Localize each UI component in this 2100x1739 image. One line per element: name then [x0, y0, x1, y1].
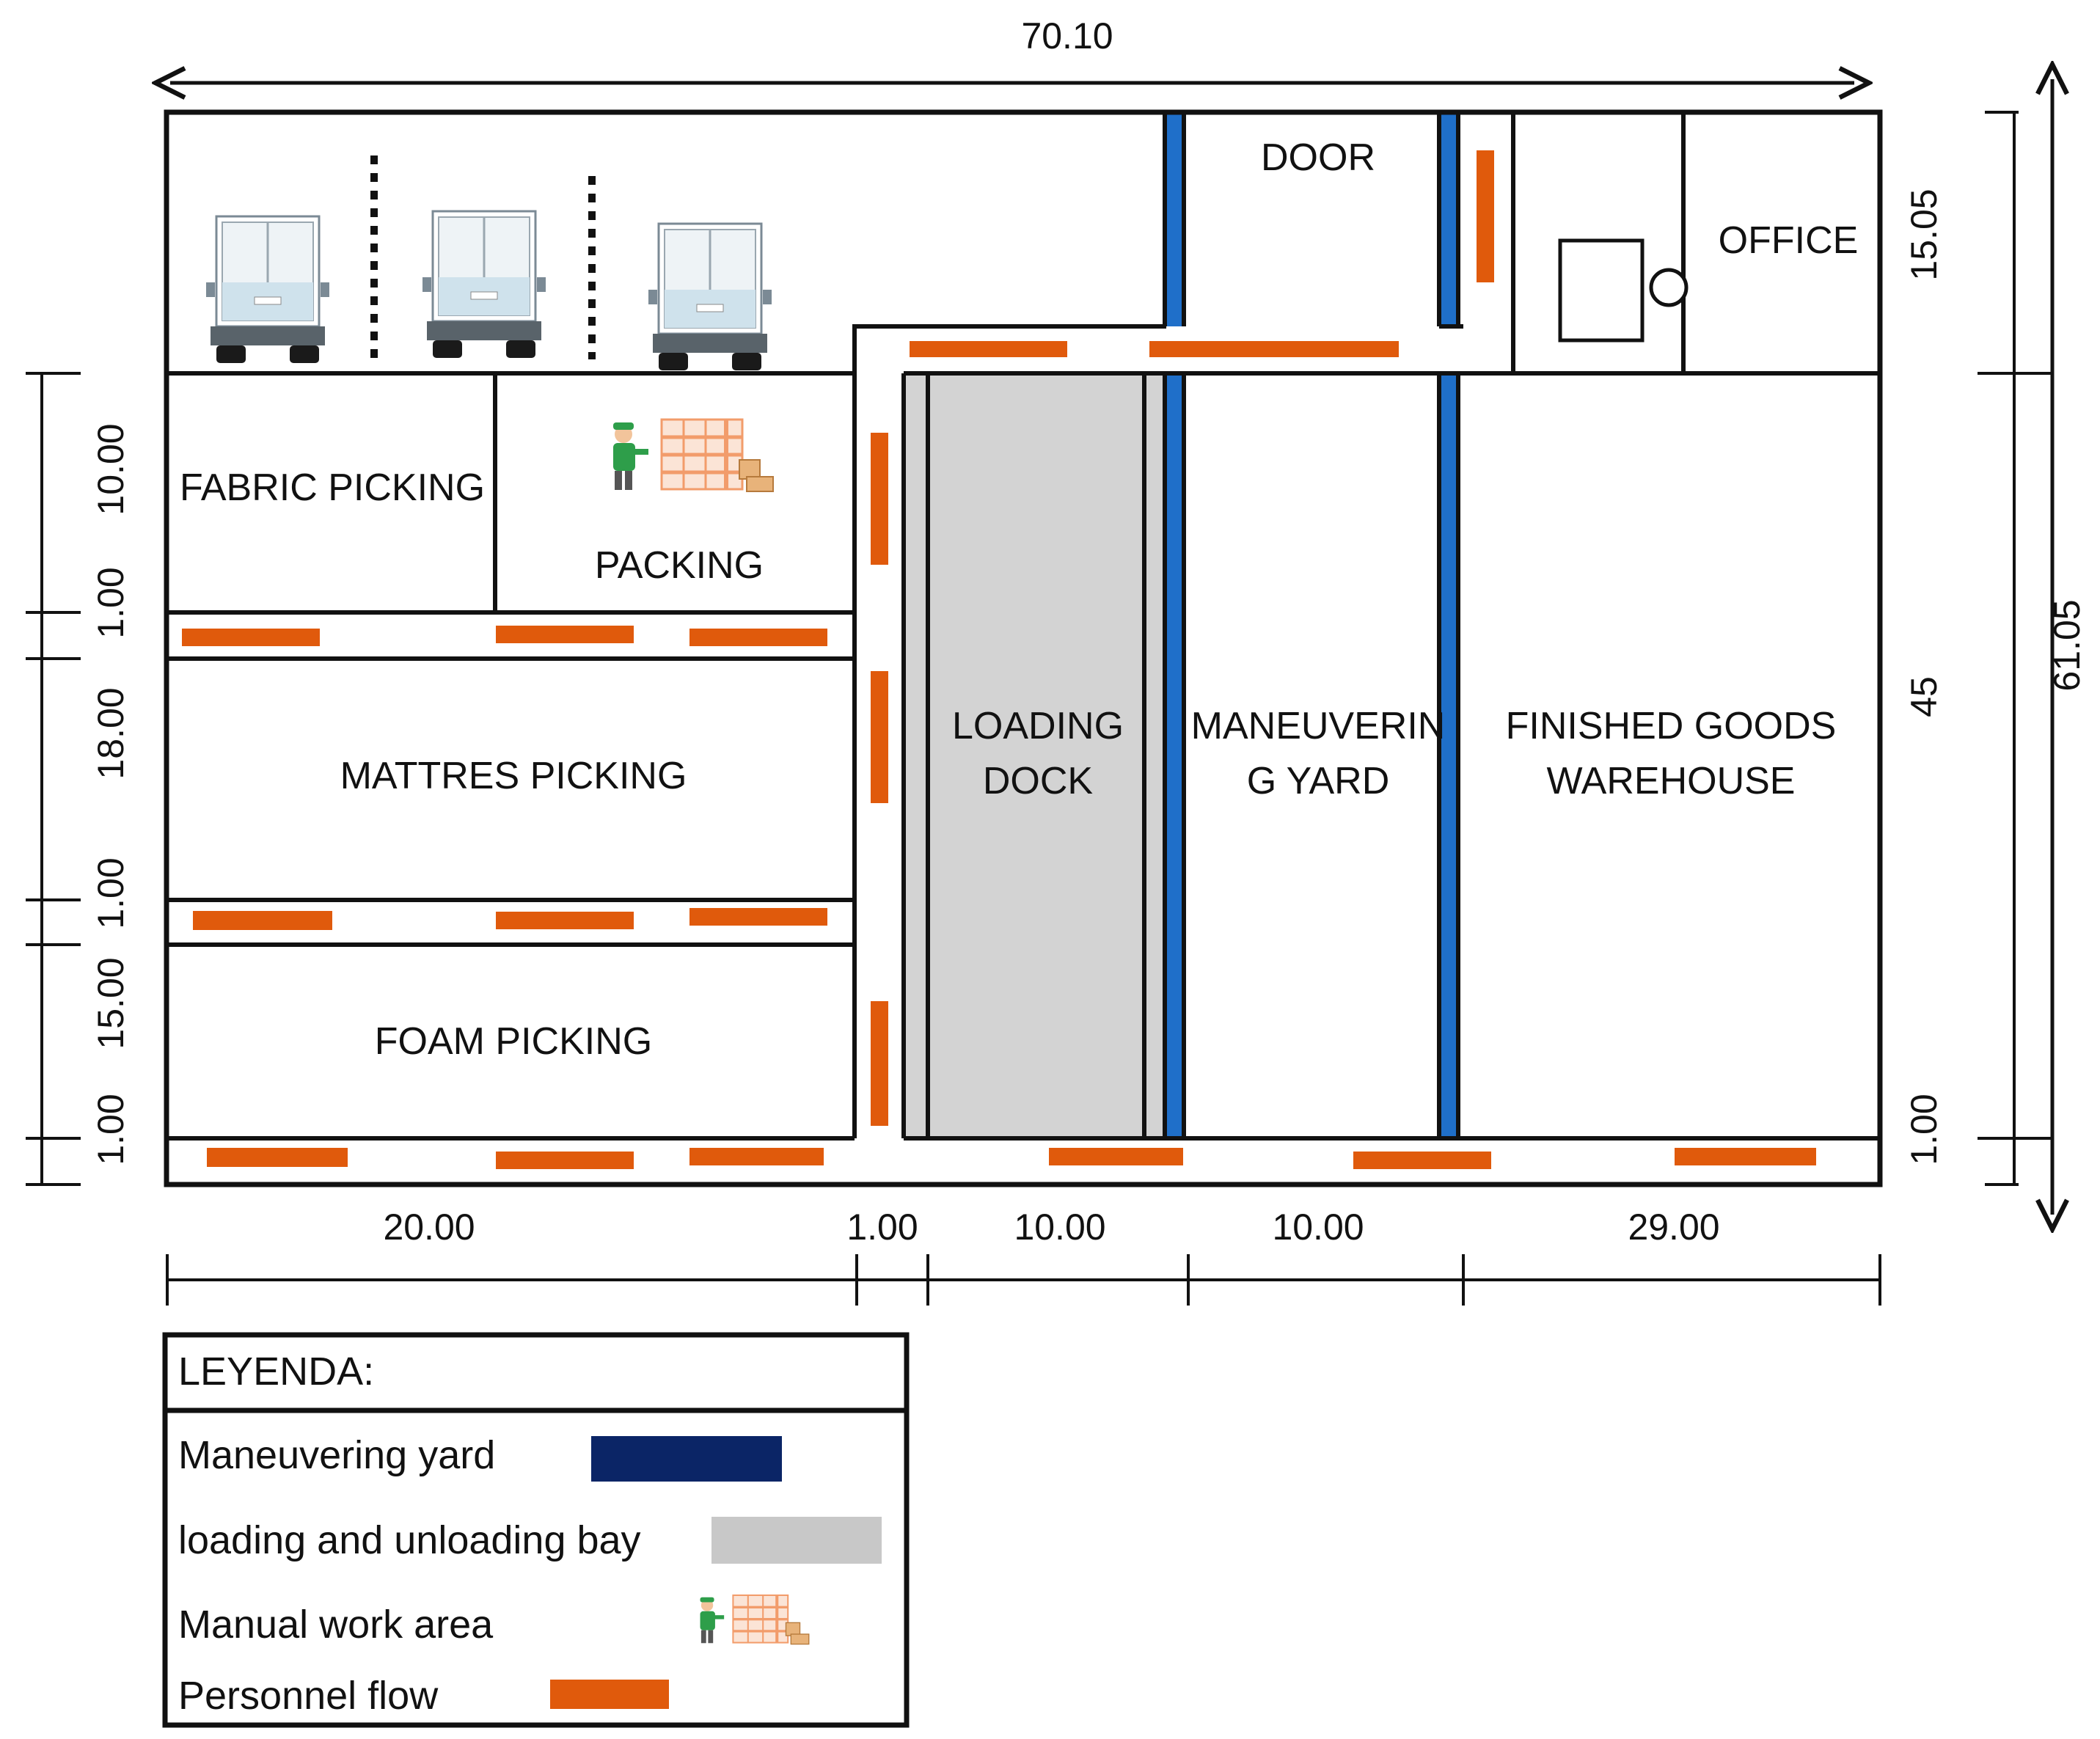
mattres-picking-label: MATTRES PICKING [340, 755, 687, 797]
personnel-flow-bar [1049, 1148, 1183, 1165]
right-dim-top: 15.05 [1903, 188, 1944, 280]
left-dimension-line: 10.00 1.00 18.00 1.00 15.00 1.00 [26, 372, 131, 1186]
left-dim-row-2: 1.00 [90, 567, 131, 638]
personnel-flow-bar [1675, 1148, 1816, 1165]
bottom-dim-col-4: 10.00 [1272, 1207, 1364, 1248]
personnel-flow-bar [1149, 341, 1399, 357]
desk-icon [1558, 238, 1644, 343]
bottom-dim-col-5: 29.00 [1628, 1207, 1719, 1248]
legend: LEYENDA: Maneuvering yard loading and un… [162, 1332, 910, 1728]
maneuvering-yard-label-line-2: G YARD [1247, 760, 1390, 802]
personnel-flow-bar [871, 433, 888, 565]
left-dim-row-1: 10.00 [90, 423, 131, 515]
legend-title: LEYENDA: [178, 1350, 374, 1394]
maneuvering-bar-left [1165, 112, 1184, 326]
left-dim-row-6: 1.00 [90, 1094, 131, 1165]
personnel-flow-bar [871, 671, 888, 803]
maneuvering-bar-right [1439, 112, 1458, 326]
packing-label: PACKING [595, 544, 764, 587]
bottom-dimension-line: 20.00 1.00 10.00 10.00 29.00 [166, 1207, 1881, 1306]
building-outline [164, 109, 1883, 1187]
personnel-flow-paths [182, 150, 1816, 1169]
loading-dock-label-line-1: LOADING [952, 705, 1124, 747]
right-dim-middle: 45 [1903, 676, 1944, 717]
personnel-flow-bar [207, 1148, 348, 1167]
personnel-flow-bar [182, 629, 320, 646]
personnel-flow-bar [910, 341, 1067, 357]
personnel-flow-bar [1353, 1152, 1491, 1169]
loading-dock-label-line-2: DOCK [983, 760, 1094, 802]
foam-picking-label: FOAM PICKING [375, 1020, 652, 1063]
right-dim-bottom: 1.00 [1903, 1094, 1944, 1165]
personnel-flow-bar [689, 908, 827, 926]
legend-label-loading-bay: loading and unloading bay [178, 1518, 641, 1562]
floor-plan: DOOR OFFICE FABRIC PICKING PACKING MATTR… [164, 109, 1883, 1187]
legend-label-manual-work: Manual work area [178, 1603, 494, 1647]
personnel-flow-bar [871, 1001, 888, 1126]
finished-goods-label-line-2: WAREHOUSE [1547, 760, 1796, 802]
overall-width-label: 70.10 [1021, 15, 1113, 56]
maneuvering-bar-left-lower [1165, 373, 1184, 1138]
overall-height-dimension: 61.05 [2046, 79, 2088, 1215]
truck-icon [205, 215, 331, 365]
right-dimension-line: 15.05 45 1.00 [1903, 111, 2051, 1186]
left-dim-row-5: 15.00 [90, 957, 131, 1049]
legend-swatch-loading-bay [711, 1517, 882, 1564]
manual-work-icon [613, 420, 773, 491]
finished-goods-label-line-1: FINISHED GOODS [1506, 705, 1837, 747]
personnel-flow-bar [496, 626, 634, 643]
truck-icon [421, 210, 547, 359]
personnel-flow-bar [689, 1148, 824, 1165]
left-dim-row-4: 1.00 [90, 857, 131, 929]
truck-icon [647, 222, 773, 372]
bottom-dim-col-2: 1.00 [846, 1207, 918, 1248]
personnel-flow-bar [193, 911, 332, 930]
personnel-flow-bar [1477, 150, 1494, 282]
bottom-dim-col-1: 20.00 [383, 1207, 475, 1248]
bottom-dim-col-3: 10.00 [1014, 1207, 1105, 1248]
legend-swatch-maneuvering [591, 1436, 782, 1482]
overall-width-dimension: 70.10 [170, 15, 1854, 83]
personnel-flow-bar [689, 629, 827, 646]
legend-label-personnel-flow: Personnel flow [178, 1674, 439, 1718]
loading-bay-area [904, 373, 1166, 1138]
maneuvering-bar-right-lower [1439, 373, 1458, 1138]
chair-icon [1649, 268, 1689, 307]
office-label: OFFICE [1719, 219, 1859, 262]
door-label: DOOR [1261, 136, 1375, 179]
overall-height-label: 61.05 [2046, 599, 2088, 691]
legend-label-maneuvering: Maneuvering yard [178, 1433, 495, 1477]
maneuvering-yard-label-line-1: MANEUVERIN [1191, 705, 1446, 747]
legend-swatch-personnel-flow [550, 1680, 669, 1709]
personnel-flow-bar [496, 912, 634, 929]
personnel-flow-bar [496, 1152, 634, 1169]
left-dim-row-3: 18.00 [90, 687, 131, 779]
fabric-picking-label: FABRIC PICKING [180, 466, 485, 509]
